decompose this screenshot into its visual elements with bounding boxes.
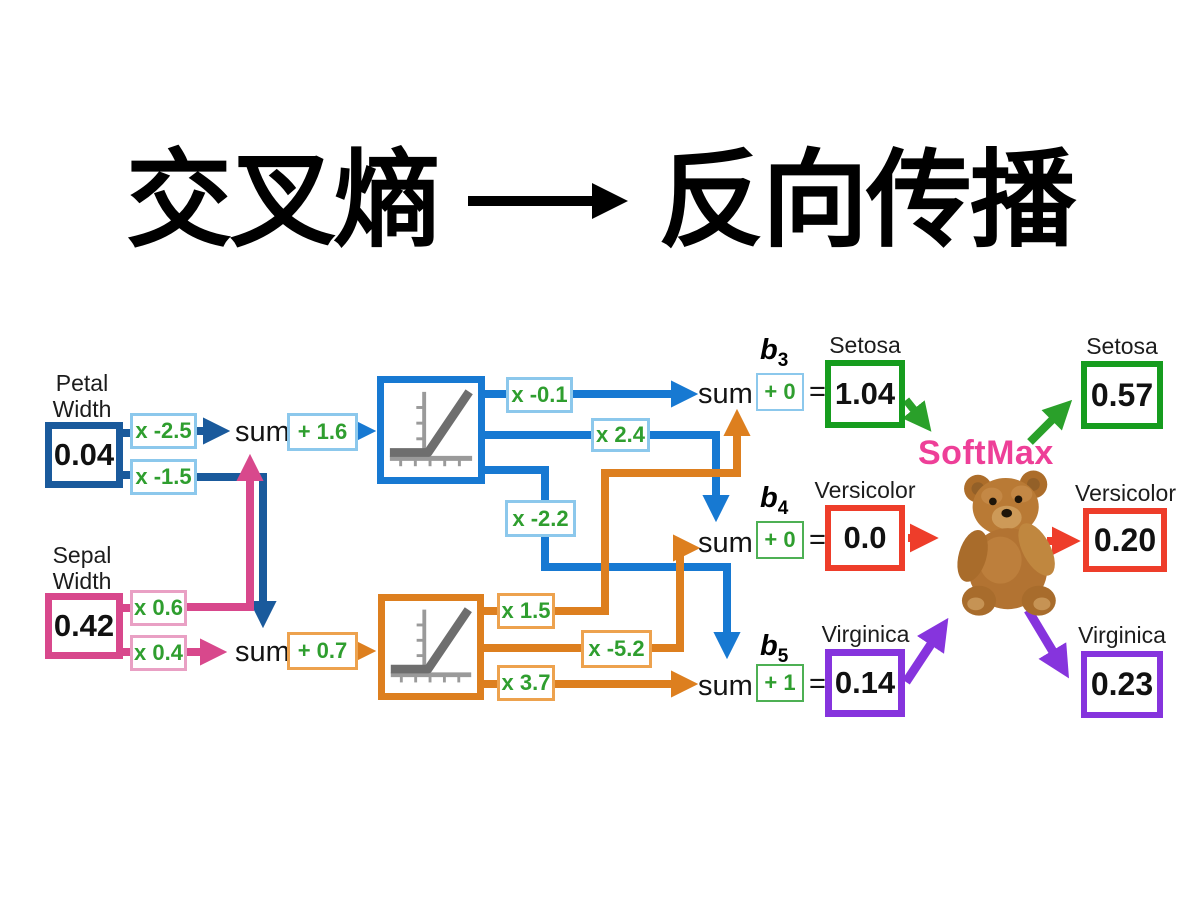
weight-box-h2-setosa: x 1.5: [497, 593, 555, 629]
weight-box-h1-versicolor: x 2.4: [591, 418, 650, 452]
sum-label-virginica: sum: [698, 670, 753, 702]
weight-box-h1-virginica: x -2.2: [505, 500, 576, 537]
petal-width-value-box: 0.04: [45, 422, 123, 488]
title-right: 反向传播: [658, 142, 1076, 260]
activation-box-1: [377, 376, 485, 484]
probability-box-versicolor: 0.20: [1083, 508, 1167, 572]
probability-box-virginica: 0.23: [1081, 651, 1163, 718]
title-left: 交叉熵: [126, 142, 440, 260]
raw-score-box-setosa: 1.04: [825, 360, 905, 428]
bias-name-b3: b3: [760, 334, 789, 371]
weight-box-sepal-1: x 0.6: [130, 590, 187, 626]
weight-box-petal-1: x -2.5: [130, 413, 197, 449]
teddy-bear-icon: [925, 462, 1097, 622]
sum-label-setosa: sum: [698, 378, 753, 410]
bias-box-b4: + 0: [756, 521, 804, 559]
weight-box-h2-virginica: x 3.7: [497, 665, 555, 701]
softmax-label: SoftMax: [918, 434, 1054, 472]
class-label-virginica-raw: Virginica: [821, 621, 910, 647]
bias-box-hidden-2: + 0.7: [287, 632, 358, 670]
class-label-setosa-prob: Setosa: [1086, 333, 1158, 359]
class-label-versicolor-prob: Versicolor: [1075, 480, 1176, 506]
bias-name-b4: b4: [760, 482, 789, 519]
equals-sign: =: [809, 668, 826, 700]
sepal-width-label: Sepal Width: [52, 542, 112, 594]
class-label-setosa-raw: Setosa: [829, 332, 901, 358]
weight-box-h1-setosa: x -0.1: [506, 377, 573, 413]
sum-label-hidden-2: sum: [235, 636, 290, 668]
relu-plot-icon: [385, 384, 477, 476]
bias-box-b3: + 0: [756, 373, 804, 411]
equals-sign: =: [809, 376, 826, 408]
probability-box-setosa: 0.57: [1081, 361, 1163, 429]
equals-sign: =: [809, 524, 826, 556]
title-arrow-icon: [464, 177, 632, 225]
sum-label-hidden-1: sum: [235, 416, 290, 448]
petal-width-label: Petal Width: [52, 370, 112, 422]
sepal-width-value-box: 0.42: [45, 593, 123, 659]
raw-score-box-versicolor: 0.0: [825, 505, 905, 571]
class-label-virginica-prob: Virginica: [1078, 622, 1166, 648]
weight-box-petal-2: x -1.5: [130, 459, 197, 495]
relu-plot-icon: [386, 602, 476, 692]
bias-box-hidden-1: + 1.6: [287, 413, 358, 451]
weight-box-h2-versicolor: x -5.2: [581, 630, 652, 668]
bias-box-b5: + 1: [756, 664, 804, 702]
page-title: 交叉熵 反向传播: [0, 148, 1200, 254]
activation-box-2: [378, 594, 484, 700]
class-label-versicolor-raw: Versicolor: [814, 477, 916, 503]
raw-score-box-virginica: 0.14: [825, 649, 905, 717]
bias-name-b5: b5: [760, 630, 789, 667]
sum-label-versicolor: sum: [698, 527, 753, 559]
weight-box-sepal-2: x 0.4: [130, 635, 187, 671]
